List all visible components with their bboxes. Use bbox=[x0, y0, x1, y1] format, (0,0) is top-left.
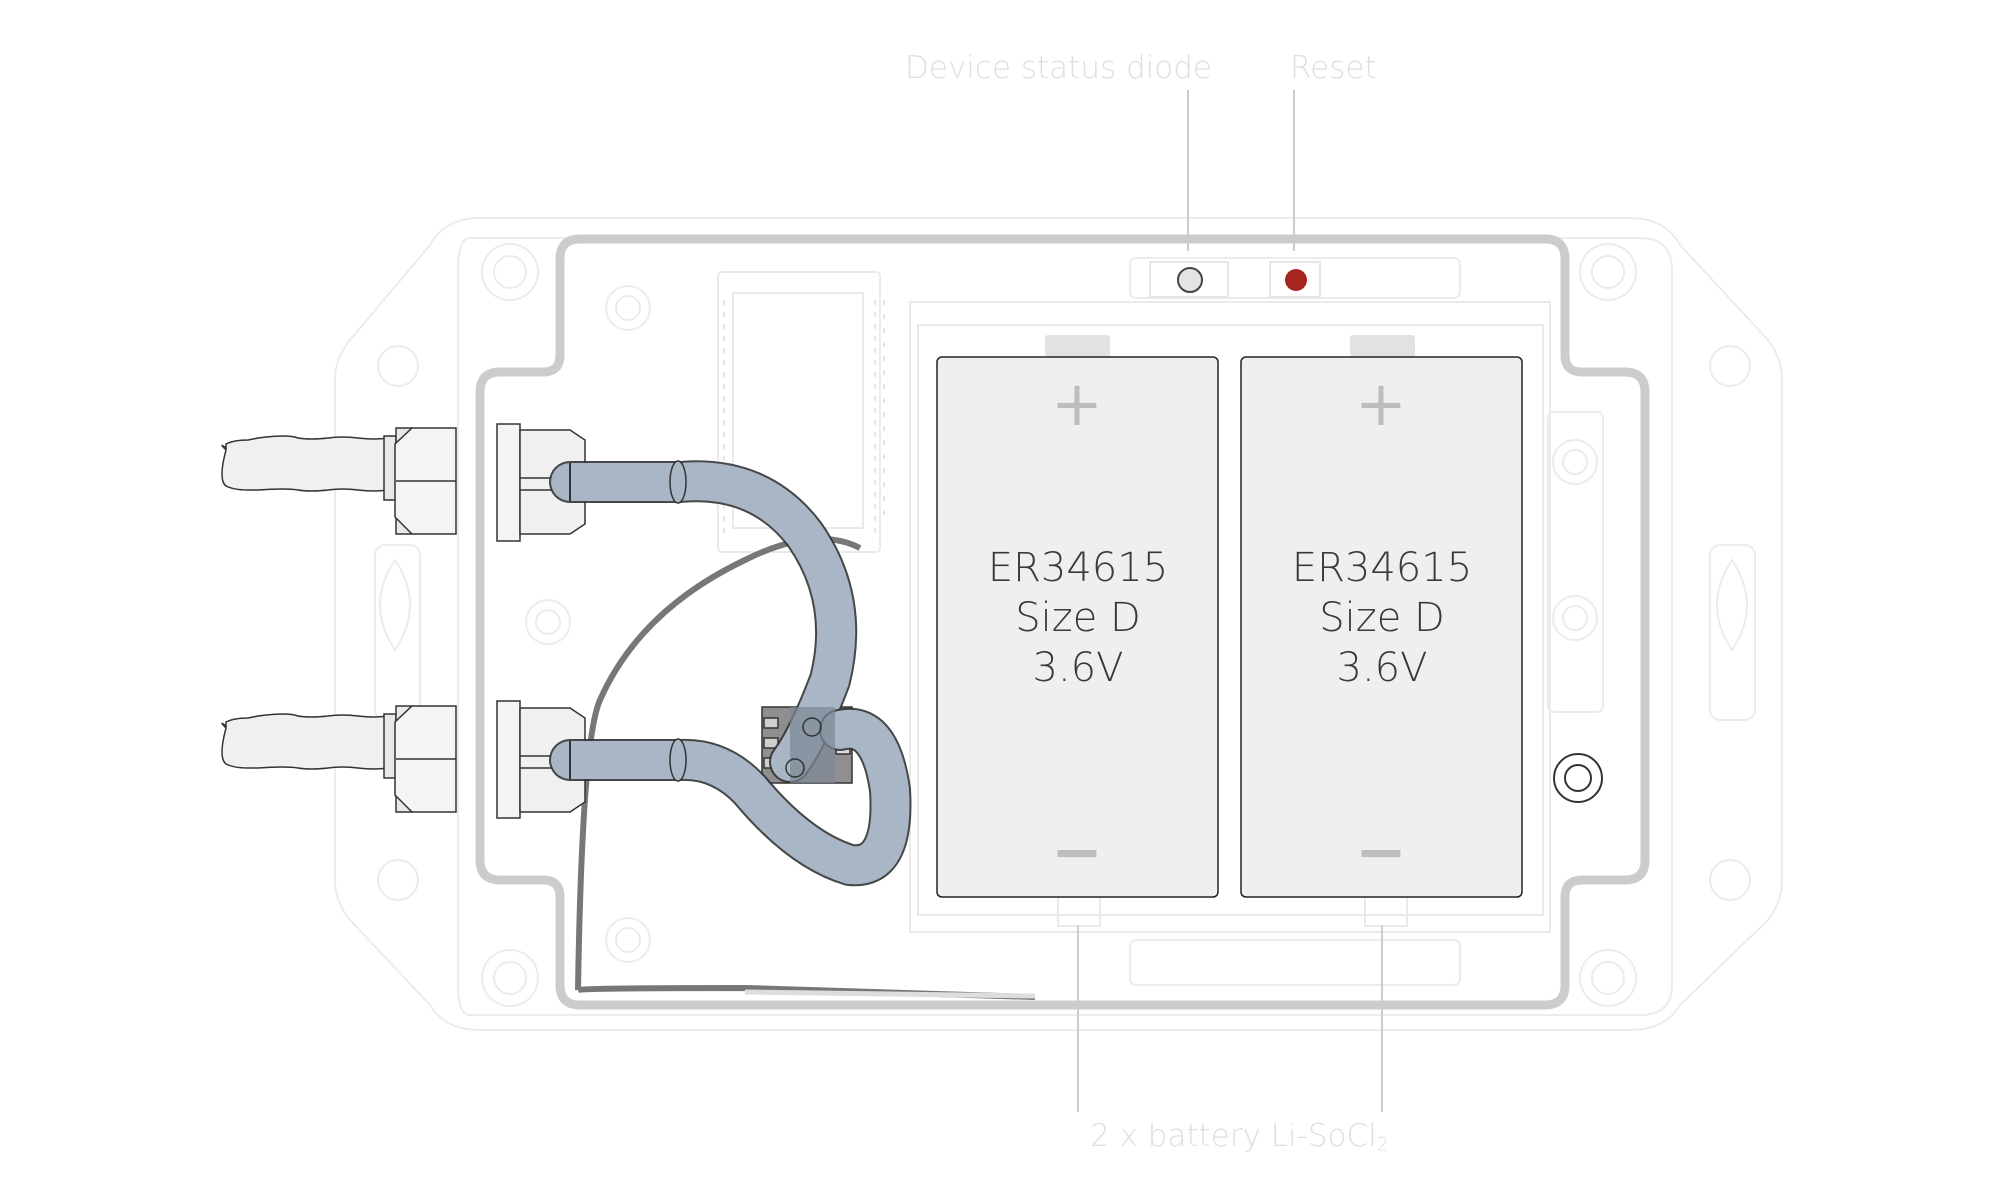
enclosure-housing bbox=[475, 234, 1650, 1010]
battery-1-voltage: 3.6V bbox=[1032, 645, 1124, 691]
status-diode bbox=[1177, 267, 1203, 293]
callout-lines bbox=[1077, 90, 1383, 1112]
cable-gland-bottom bbox=[221, 700, 586, 819]
battery-holder bbox=[909, 301, 1551, 933]
battery-2-label: ER34615 Size D 3.6V bbox=[1241, 543, 1523, 693]
battery-1-minus-icon: − bbox=[1051, 815, 1103, 888]
callout-status-diode: Device status diode bbox=[905, 50, 1212, 86]
callout-battery-text: 2 x battery Li-SoCl bbox=[1090, 1118, 1377, 1154]
grey-wire-end bbox=[577, 984, 1036, 1000]
tube-fitting bbox=[785, 707, 835, 783]
screw-icon bbox=[1553, 753, 1603, 803]
battery-2 bbox=[1240, 335, 1523, 898]
battery-2-symbols: + − bbox=[1355, 367, 1407, 888]
battery-2-model: ER34615 bbox=[1291, 545, 1473, 591]
enclosure-flange bbox=[334, 217, 1783, 1031]
battery-1 bbox=[936, 335, 1219, 898]
reset-button[interactable] bbox=[1285, 269, 1307, 291]
battery-1-size: Size D bbox=[1015, 595, 1141, 641]
battery-1-plus-icon: + bbox=[1051, 367, 1103, 440]
battery-2-size: Size D bbox=[1319, 595, 1445, 641]
cable-gland-top bbox=[221, 423, 586, 542]
battery-2-minus-icon: − bbox=[1355, 815, 1407, 888]
battery-2-voltage: 3.6V bbox=[1336, 645, 1428, 691]
callout-reset: Reset bbox=[1290, 50, 1377, 86]
battery-1-symbols: + − bbox=[1051, 367, 1103, 888]
status-diode-group bbox=[1149, 261, 1229, 298]
reset-group[interactable] bbox=[1269, 261, 1321, 298]
battery-1-label: ER34615 Size D 3.6V bbox=[937, 543, 1219, 693]
callout-battery: 2 x battery Li-SoCl2 bbox=[1090, 1118, 1389, 1156]
callout-battery-subscript: 2 bbox=[1376, 1134, 1389, 1156]
tube-bottom bbox=[549, 707, 912, 887]
battery-1-model: ER34615 bbox=[987, 545, 1169, 591]
battery-2-plus-icon: + bbox=[1355, 367, 1407, 440]
wire-flat-strip bbox=[744, 989, 1036, 999]
